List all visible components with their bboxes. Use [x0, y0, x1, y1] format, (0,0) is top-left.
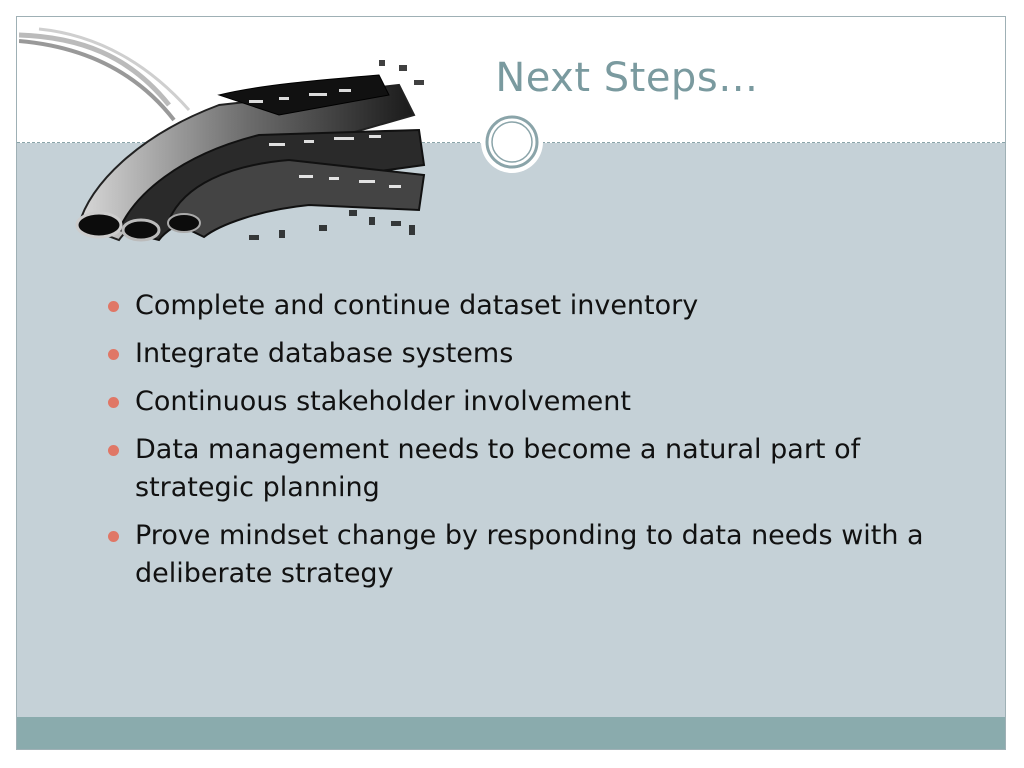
bullet-marker [108, 349, 119, 360]
list-item: Data management needs to become a natura… [105, 431, 965, 507]
bullet-marker [108, 397, 119, 408]
bullet-text: Complete and continue dataset inventory [135, 290, 699, 321]
bullet-marker [108, 445, 119, 456]
bullet-marker [108, 301, 119, 312]
fiber-optic-cables-image [19, 27, 426, 242]
list-item: Complete and continue dataset inventory [105, 287, 965, 325]
list-item: Continuous stakeholder involvement [105, 383, 965, 421]
list-item: Prove mindset change by responding to da… [105, 517, 965, 593]
bullet-text: Integrate database systems [135, 338, 514, 369]
slide-title: Next Steps… [495, 55, 759, 101]
slide: Next Steps… Complete and continue datase… [16, 16, 1006, 750]
footer-band [17, 717, 1005, 749]
content-area [17, 143, 1005, 717]
bullet-marker [108, 531, 119, 542]
bullet-text: Data management needs to become a natura… [135, 434, 861, 503]
list-item: Integrate database systems [105, 335, 965, 373]
bullet-list: Complete and continue dataset inventory … [105, 287, 965, 603]
bullet-text: Continuous stakeholder involvement [135, 386, 631, 417]
bullet-text: Prove mindset change by responding to da… [135, 520, 924, 589]
double-ring-icon [481, 111, 543, 173]
